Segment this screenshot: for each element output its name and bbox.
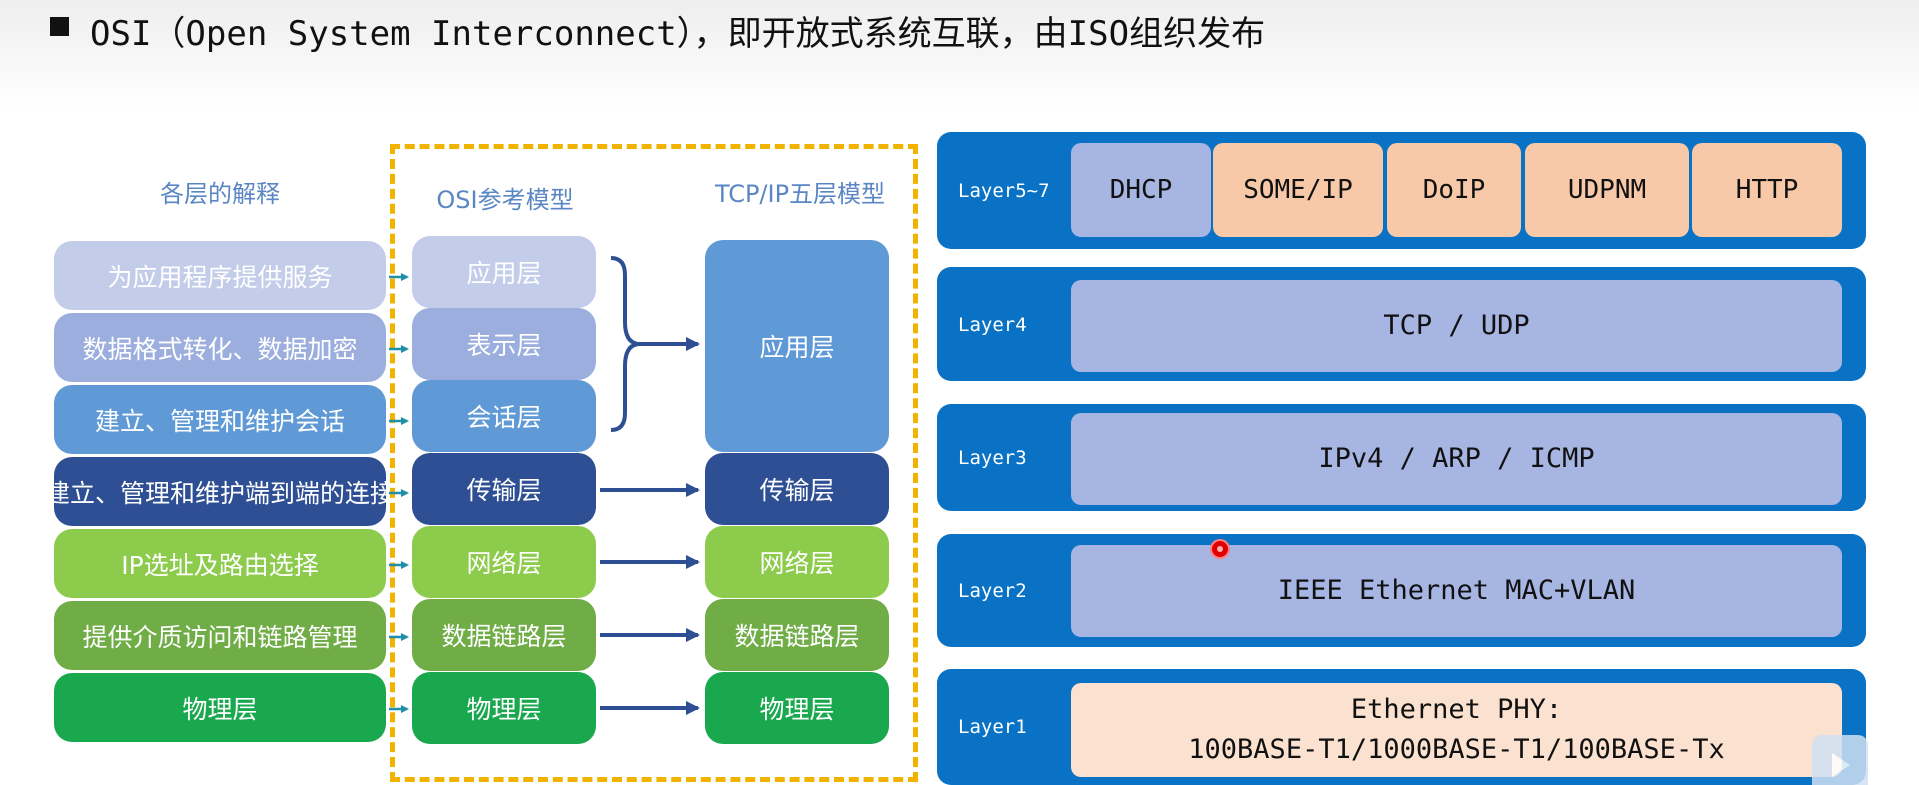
header-osi: OSI参考模型 <box>436 186 574 214</box>
header-explain: 各层的解释 <box>160 180 280 208</box>
bullet-square-icon <box>50 17 69 36</box>
explain-physical: 物理层 <box>54 673 386 742</box>
tcpip-datalink-layer: 数据链路层 <box>705 599 889 671</box>
protocol-ethernet-phy: Ethernet PHY: 100BASE-T1/1000BASE-T1/100… <box>1071 683 1842 777</box>
explain-presentation: 数据格式转化、数据加密 <box>54 313 386 382</box>
protocol-doip: DoIP <box>1387 143 1521 237</box>
tcpip-transport-layer: 传输层 <box>705 453 889 525</box>
layer-label: Layer4 <box>958 314 1027 336</box>
slide-title: OSI（Open System Interconnect），即开放式系统互联，由… <box>90 14 1266 54</box>
tcpip-application-layer: 应用层 <box>705 240 889 452</box>
protocol-ipv4-arp-icmp: IPv4 / ARP / ICMP <box>1071 413 1842 505</box>
pointer-dot-icon <box>1212 541 1228 557</box>
osi-physical-layer: 物理层 <box>412 672 596 744</box>
explain-network: IP选址及路由选择 <box>54 529 386 598</box>
explain-datalink: 提供介质访问和链路管理 <box>54 601 386 670</box>
header-band <box>0 0 1919 110</box>
phy-line-1: Ethernet PHY: <box>1350 694 1563 725</box>
header-tcpip: TCP/IP五层模型 <box>714 180 886 208</box>
osi-tcpip-dashed-frame <box>390 144 918 782</box>
protocol-udpnm: UDPNM <box>1525 143 1689 237</box>
explain-application: 为应用程序提供服务 <box>54 241 386 310</box>
osi-transport-layer: 传输层 <box>412 453 596 525</box>
protocol-http: HTTP <box>1692 143 1842 237</box>
protocol-tcp-udp: TCP / UDP <box>1071 280 1842 372</box>
tcpip-physical-layer: 物理层 <box>705 672 889 744</box>
protocol-someip: SOME/IP <box>1213 143 1383 237</box>
osi-presentation-layer: 表示层 <box>412 308 596 380</box>
osi-application-layer: 应用层 <box>412 236 596 308</box>
tcpip-network-layer: 网络层 <box>705 526 889 598</box>
osi-datalink-layer: 数据链路层 <box>412 599 596 671</box>
layer-label: Layer5~7 <box>958 180 1050 202</box>
layer-label: Layer2 <box>958 580 1027 602</box>
osi-session-layer: 会话层 <box>412 380 596 452</box>
protocol-dhcp: DHCP <box>1071 143 1211 237</box>
protocol-ethernet-mac-vlan: IEEE Ethernet MAC+VLAN <box>1071 545 1842 637</box>
layer-label: Layer1 <box>958 716 1027 738</box>
explain-session: 建立、管理和维护会话 <box>54 385 386 454</box>
osi-network-layer: 网络层 <box>412 526 596 598</box>
phy-line-2: 100BASE-T1/1000BASE-T1/100BASE-Tx <box>1188 734 1725 765</box>
layer-label: Layer3 <box>958 447 1027 469</box>
explain-transport: 建立、管理和维护端到端的连接 <box>54 457 386 526</box>
video-play-icon <box>1812 735 1868 785</box>
